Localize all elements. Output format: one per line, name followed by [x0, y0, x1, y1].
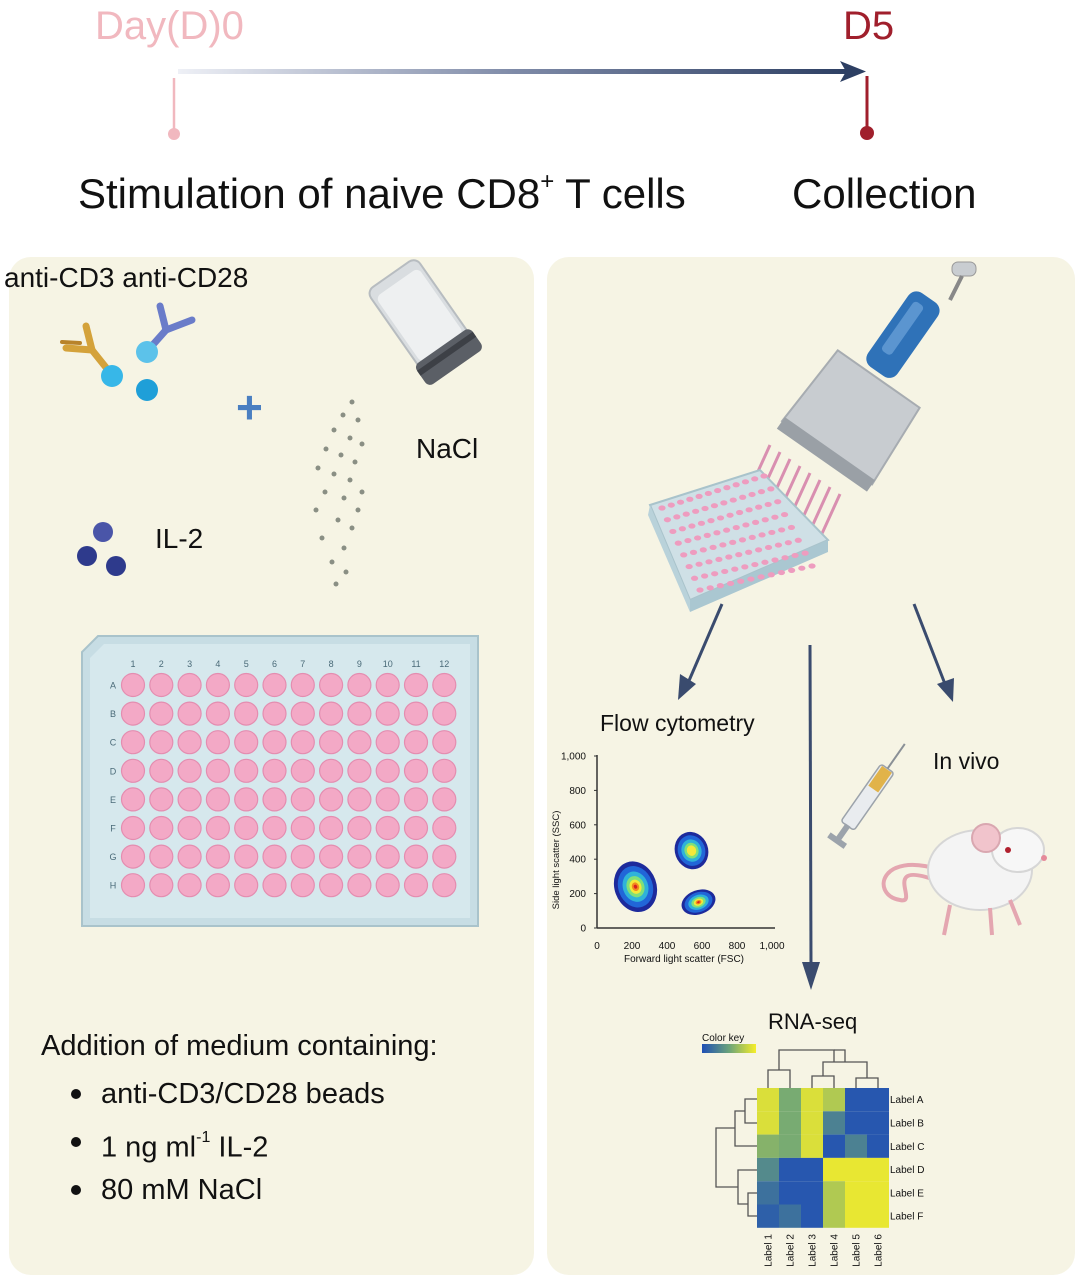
stimulation-title: Stimulation of naive CD8+ T cells [78, 168, 686, 217]
rnaseq-label: RNA-seq [768, 1009, 858, 1034]
medium-item-beads: anti-CD3/CD28 beads [68, 1076, 385, 1124]
medium-item-il2: 1 ng ml-1 IL-2 [68, 1124, 385, 1172]
in-vivo-label: In vivo [933, 748, 1000, 774]
plus-sign: + [236, 381, 263, 433]
timeline-arrow [178, 69, 848, 74]
antibodies-label: anti-CD3 anti-CD28 [4, 262, 249, 293]
medium-list: anti-CD3/CD28 beads 1 ng ml-1 IL-2 80 mM… [68, 1076, 385, 1220]
day0-marker-dot [168, 128, 180, 140]
nacl-label: NaCl [416, 433, 479, 464]
medium-item-nacl: 80 mM NaCl [68, 1172, 385, 1220]
flow-cytometry-label: Flow cytometry [600, 710, 755, 736]
timeline-start-label: Day(D)0 [95, 4, 244, 48]
d5-marker-dot [860, 126, 874, 140]
timeline-arrowhead [840, 61, 866, 82]
il2-label: IL-2 [155, 523, 204, 554]
collection-title: Collection [792, 170, 977, 217]
medium-title: Addition of medium containing: [41, 1030, 438, 1062]
timeline-end-label: D5 [843, 4, 895, 48]
